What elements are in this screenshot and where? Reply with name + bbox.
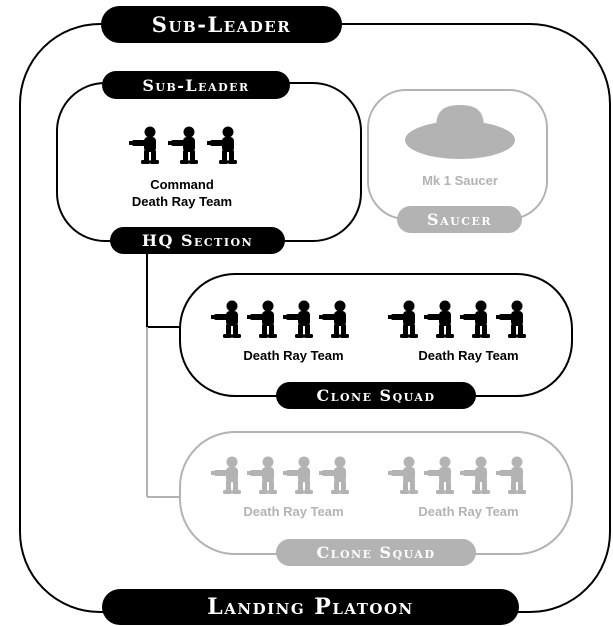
landing-platoon-pill: Landing Platoon (102, 589, 519, 625)
command-team-label-line2: Death Ray Team (131, 194, 233, 209)
saucer-icon (405, 105, 515, 159)
command-team-figures-icon (129, 126, 237, 164)
squad1-team1-figures-icon (211, 300, 349, 338)
clone-squad-1-pill: Clone Squad (276, 382, 476, 409)
squad2-team1-label: Death Ray Team (243, 504, 344, 519)
squad1-team1-label: Death Ray Team (243, 348, 344, 363)
platoon-sub-leader-pill: Sub-Leader (101, 6, 342, 43)
command-team-label-line1: Command (150, 177, 214, 192)
hq-section-pill: HQ Section (110, 227, 285, 254)
saucer-unit-label: Mk 1 Saucer (422, 173, 498, 188)
squad2-team2-label: Death Ray Team (418, 504, 519, 519)
squad2-team1-figures-icon (211, 456, 349, 494)
squad1-team2-label: Death Ray Team (418, 348, 519, 363)
squad1-team2-figures-icon (388, 300, 526, 338)
clone-squad-2-pill: Clone Squad (276, 539, 476, 566)
hq-sub-leader-pill: Sub-Leader (102, 71, 290, 99)
squad2-team2-figures-icon (388, 456, 526, 494)
saucer-pill: Saucer (397, 206, 522, 233)
